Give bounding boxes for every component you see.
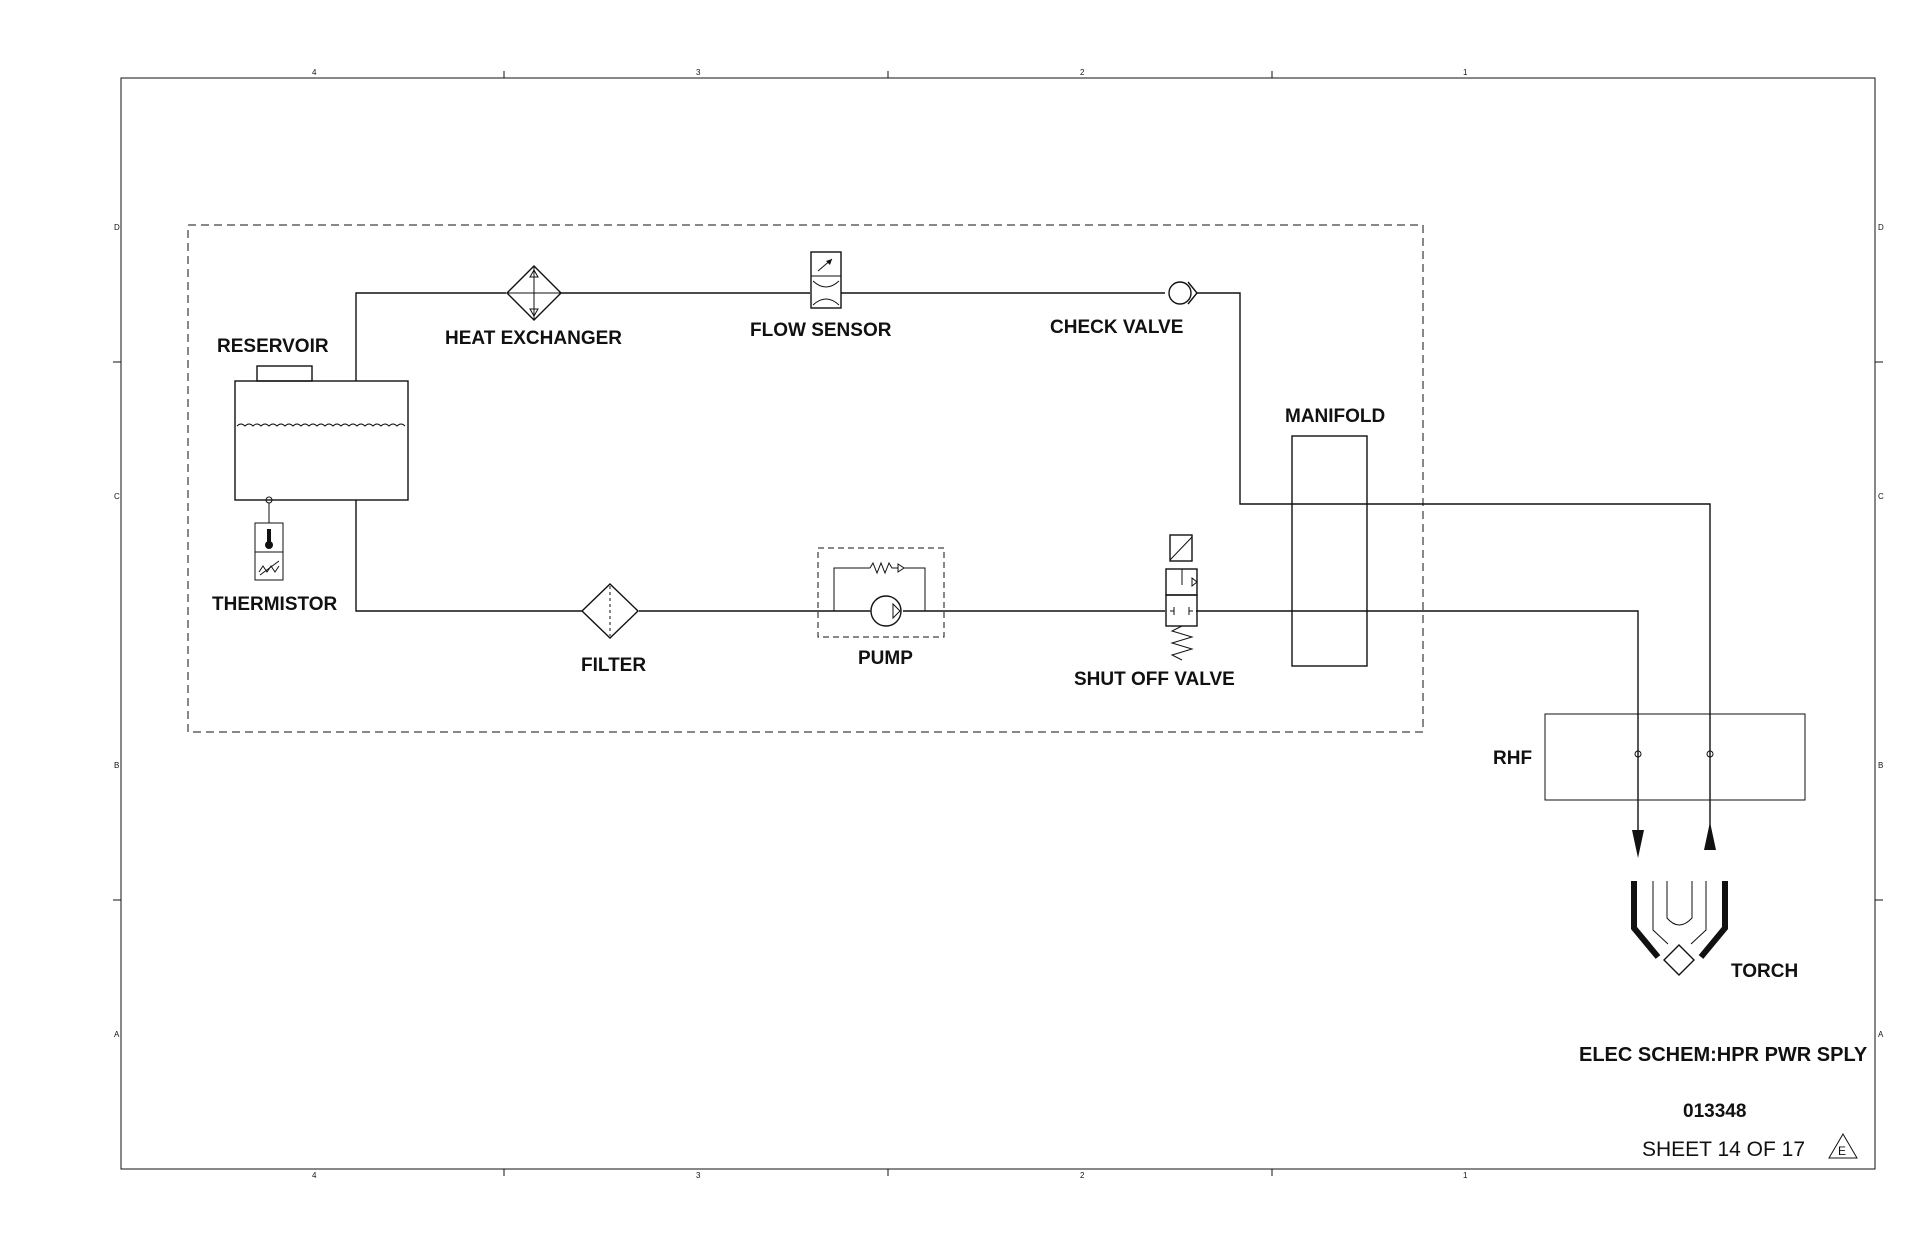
shut-off-valve (1165, 534, 1198, 661)
manifold (1291, 435, 1368, 667)
torch (1631, 881, 1728, 976)
check-valve-label: CHECK VALVE (1050, 317, 1183, 338)
thermistor (254, 496, 284, 581)
reservoir-label: RESERVOIR (217, 336, 329, 357)
check-valve (1168, 281, 1198, 305)
zone-col-4-bottom: 4 (312, 1171, 317, 1180)
pump-label: PUMP (858, 648, 913, 669)
pump (817, 547, 945, 638)
zone-row-a-right: A (1878, 1030, 1884, 1039)
zone-row-d-left: D (114, 223, 120, 232)
sheet-border (120, 77, 1876, 1170)
heat-exchanger (506, 265, 562, 321)
flow-sensor (810, 251, 842, 309)
zone-col-2-top: 2 (1080, 68, 1085, 77)
sheet-indicator: SHEET 14 OF 17 (1642, 1138, 1805, 1161)
filter-label: FILTER (581, 655, 646, 676)
zone-col-1-top: 1 (1463, 68, 1468, 77)
zone-ticks (113, 71, 1883, 1176)
zone-col-3-bottom: 3 (696, 1171, 701, 1180)
zone-row-b-right: B (1878, 761, 1883, 770)
rhf-label: RHF (1493, 748, 1532, 769)
zone-row-a-left: A (114, 1030, 120, 1039)
cooler-enclosure (187, 224, 1424, 733)
revision-triangle: E (1828, 1133, 1858, 1159)
zone-col-2-bottom: 2 (1080, 1171, 1085, 1180)
flow-sensor-label: FLOW SENSOR (750, 320, 892, 341)
thermistor-label: THERMISTOR (212, 594, 338, 615)
return-arrow (1704, 822, 1716, 850)
supply-arrow (1632, 830, 1644, 858)
revision-letter: E (1838, 1144, 1846, 1158)
zone-row-c-left: C (114, 492, 120, 501)
reservoir (234, 365, 409, 501)
zone-col-3-top: 3 (696, 68, 701, 77)
heat-exchanger-label: HEAT EXCHANGER (445, 328, 622, 349)
zone-col-1-bottom: 1 (1463, 1171, 1468, 1180)
shut-off-valve-label: SHUT OFF VALVE (1074, 669, 1235, 690)
coolant-lines (355, 292, 1711, 845)
zone-row-c-right: C (1878, 492, 1884, 501)
manifold-label: MANIFOLD (1285, 406, 1385, 427)
zone-row-b-left: B (114, 761, 119, 770)
filter (580, 583, 640, 639)
zone-row-d-right: D (1878, 223, 1884, 232)
drawing-number: 013348 (1683, 1101, 1746, 1122)
zone-col-4-top: 4 (312, 68, 317, 77)
drawing-title: ELEC SCHEM:HPR PWR SPLY (1579, 1044, 1868, 1066)
rhf (1544, 713, 1806, 801)
torch-label: TORCH (1731, 961, 1798, 982)
